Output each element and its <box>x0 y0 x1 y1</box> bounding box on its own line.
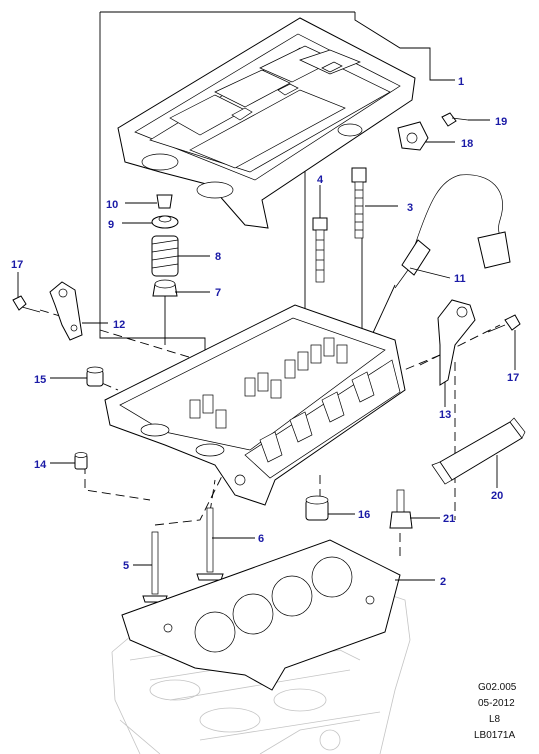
callout-17-left: 17 <box>11 259 23 271</box>
head-bolt-long <box>351 167 367 239</box>
sensor-bolt <box>441 112 469 127</box>
callout-21: 21 <box>443 513 455 525</box>
bracket-bolt-left <box>12 295 41 313</box>
callout-9: 9 <box>108 219 114 231</box>
diagram-code: G02.005 <box>478 682 517 693</box>
exhaust-valve <box>142 531 168 603</box>
valve-stem-seal <box>152 279 178 297</box>
fitting-21 <box>389 489 413 529</box>
camshaft-position-sensor <box>397 121 429 151</box>
callout-5: 5 <box>123 560 129 572</box>
camshaft-carrier <box>117 17 416 229</box>
callout-7: 7 <box>215 287 221 299</box>
callout-10: 10 <box>106 199 118 211</box>
diagram-reference-block: G02.005 05-2012 L8 LB0171A <box>474 682 517 741</box>
diagram-date: 05-2012 <box>478 698 515 709</box>
model-code: L8 <box>489 714 501 725</box>
lifting-bracket-right <box>437 299 476 386</box>
callout-labels: 1 19 18 4 3 10 9 8 7 11 17 12 17 15 13 1… <box>11 76 519 588</box>
head-bolt-short <box>312 217 328 283</box>
callout-6: 6 <box>258 533 264 545</box>
callout-13: 13 <box>439 409 451 421</box>
leader-lines <box>17 12 516 581</box>
callout-2: 2 <box>440 576 446 588</box>
callout-4: 4 <box>317 174 324 186</box>
cylinder-head <box>104 304 406 506</box>
callout-18: 18 <box>461 138 473 150</box>
sealant-tube <box>431 417 526 485</box>
lifting-bracket-left <box>49 281 83 341</box>
sensor-with-harness <box>394 174 511 289</box>
callout-1: 1 <box>458 76 464 88</box>
valve-collets <box>156 194 173 209</box>
callout-11: 11 <box>454 273 466 285</box>
hydraulic-tappet <box>305 495 329 521</box>
illustration-id: LB0171A <box>474 730 515 741</box>
valve-spring <box>151 235 179 277</box>
callout-3: 3 <box>407 202 413 214</box>
callout-12: 12 <box>113 319 125 331</box>
head-valve-springs <box>189 337 348 429</box>
callout-15: 15 <box>34 374 46 386</box>
callout-20: 20 <box>491 490 503 502</box>
spring-retainer <box>151 215 179 229</box>
head-gasket <box>121 539 401 691</box>
dowel <box>74 452 88 470</box>
core-plug <box>86 366 104 387</box>
callout-8: 8 <box>215 251 221 263</box>
callout-17-right: 17 <box>507 372 519 384</box>
callout-14: 14 <box>34 459 47 471</box>
callout-19: 19 <box>495 116 507 128</box>
callout-16: 16 <box>358 509 370 521</box>
bracket-bolt-right <box>487 314 521 333</box>
